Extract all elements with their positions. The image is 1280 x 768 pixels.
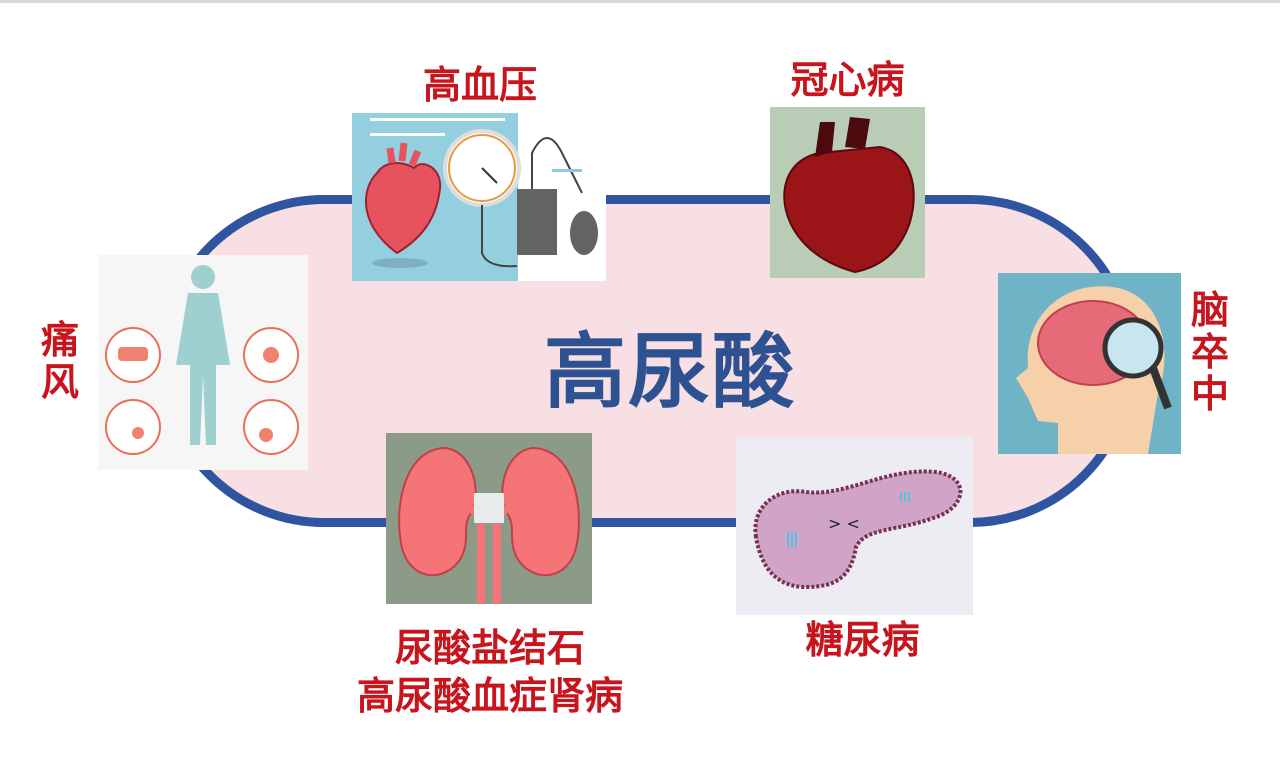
svg-text:> <: > < (828, 514, 860, 533)
central-ring (158, 195, 1136, 527)
blood-pressure-heart-icon (352, 113, 606, 281)
top-border (0, 0, 1280, 3)
pancreas-icon: > < (736, 437, 973, 615)
kidney-icon (386, 433, 592, 604)
label-urate-stones: 尿酸盐结石 (394, 626, 585, 670)
label-gout: 痛风 (40, 318, 79, 404)
brain-magnifier-icon (998, 273, 1181, 454)
label-stroke: 脑卒中 (1190, 288, 1229, 416)
gout-body-joints-icon (98, 255, 308, 470)
label-coronary-heart-disease: 冠心病 (790, 58, 905, 102)
label-hyperuricemic-nephropathy: 高尿酸血症肾病 (356, 673, 623, 718)
heart-icon (770, 107, 925, 278)
label-diabetes: 糖尿病 (805, 618, 920, 662)
center-title: 高尿酸 (543, 325, 796, 420)
label-kidney: 尿酸盐结石 高尿酸血症肾病 (330, 625, 650, 720)
label-hypertension: 高血压 (422, 63, 537, 107)
